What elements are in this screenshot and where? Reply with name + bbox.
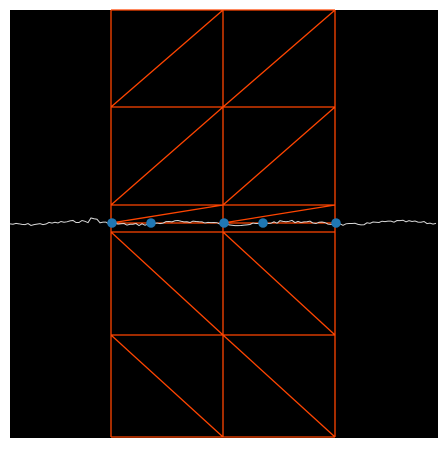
triangle-mesh: [110, 9, 336, 438]
mesh-diagonal-edge: [222, 231, 336, 336]
mesh-diagonal-edge: [222, 106, 336, 206]
interface-nodes: [107, 218, 341, 228]
mesh-diagonal-edge: [110, 231, 224, 336]
mesh-diagonal-edge: [110, 106, 224, 206]
mesh-diagonal-edge: [222, 334, 336, 438]
mesh-diagonal-edge: [110, 9, 224, 108]
mesh-diagonal-edge: [222, 9, 336, 108]
interface-node: [258, 218, 268, 228]
interface-node: [107, 218, 117, 228]
interface-node: [331, 218, 341, 228]
mesh-diagonal-edge: [110, 334, 224, 438]
interface-node: [219, 218, 229, 228]
mesh-diagonal-edge: [110, 204, 224, 224]
interface-node: [146, 218, 156, 228]
mesh-diagonal-edge: [222, 204, 336, 224]
